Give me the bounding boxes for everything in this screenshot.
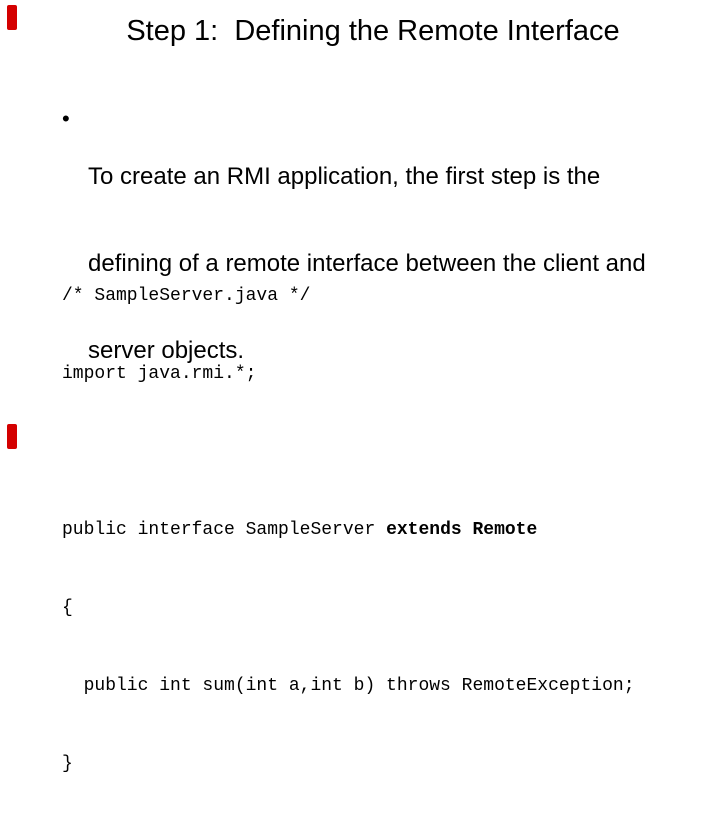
code-text: import java.rmi.*; <box>62 364 257 384</box>
slide-accent-bar-bottom <box>7 424 17 449</box>
code-text: { <box>62 598 73 618</box>
bullet-icon: • <box>62 106 70 131</box>
code-text: public int sum(int a,int b) throws Remot… <box>62 676 635 696</box>
code-text-bold: extends Remote <box>386 520 538 540</box>
code-block: /* SampleServer.java */ import java.rmi.… <box>62 231 635 829</box>
bullet-text-line: server objects. <box>88 337 245 364</box>
code-text: } <box>62 754 73 774</box>
slide-title: Step 1: Defining the Remote Interface <box>126 15 620 47</box>
code-line: import java.rmi.*; <box>62 361 635 387</box>
presentation-slide: Step 1: Defining the Remote Interface • … <box>7 5 646 774</box>
code-text: public interface SampleServer <box>62 520 387 540</box>
bullet-text: To create an RMI application, the first … <box>88 104 646 423</box>
bullet-text-line: defining of a remote interface between t… <box>88 250 646 277</box>
code-line: } <box>62 751 635 777</box>
slide-accent-bar-top <box>7 5 17 30</box>
bullet-text-line: To create an RMI application, the first … <box>88 163 601 190</box>
code-line: public interface SampleServer extends Re… <box>62 517 635 543</box>
code-line: { <box>62 595 635 621</box>
code-line: public int sum(int a,int b) throws Remot… <box>62 673 635 699</box>
code-line <box>62 439 635 465</box>
bullet-item: • To create an RMI application, the firs… <box>62 104 646 423</box>
code-text: /* SampleServer.java */ <box>62 286 311 306</box>
code-line: /* SampleServer.java */ <box>62 283 635 309</box>
